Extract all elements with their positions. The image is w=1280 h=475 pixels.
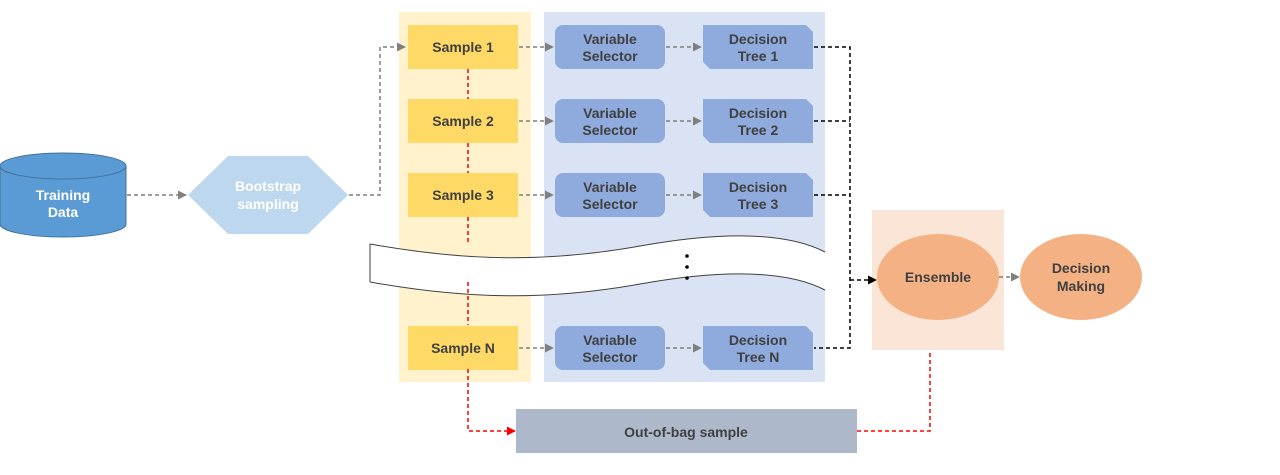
sample-box (408, 99, 518, 143)
decision-making-label-line2: Making (1057, 278, 1105, 294)
decision-tree-box (703, 173, 813, 217)
ellipsis-dot (685, 254, 689, 258)
training-data-label-line1: Training (36, 187, 90, 203)
variable-selector-box (555, 326, 665, 370)
oob-red-connector (467, 69, 931, 436)
variable-selector-box (555, 99, 665, 143)
decision-making-label-line1: Decision (1052, 260, 1110, 276)
selector-label-line2: Selector (582, 122, 638, 138)
tree-label-line1: Decision (729, 31, 787, 47)
selector-label-line1: Variable (583, 105, 637, 121)
oob-label: Out-of-bag sample (624, 424, 748, 440)
tree-label-line1: Decision (729, 332, 787, 348)
tree-label-line2: Tree 1 (738, 48, 779, 64)
sample-box (408, 173, 518, 217)
training-data-cylinder: Training Data (0, 152, 127, 238)
tree-label-line2: Tree 3 (738, 196, 779, 212)
sample-label: Sample 3 (432, 187, 494, 203)
ensemble-label: Ensemble (905, 269, 971, 285)
ellipsis-dot (685, 265, 689, 269)
selector-label-line2: Selector (582, 196, 638, 212)
variable-selector-box (555, 173, 665, 217)
tree-label-line1: Decision (729, 105, 787, 121)
bootstrap-label-line2: sampling (237, 196, 298, 212)
selector-label-line1: Variable (583, 31, 637, 47)
training-data-label-line2: Data (48, 204, 79, 220)
selector-label-line1: Variable (583, 332, 637, 348)
selector-label-line2: Selector (582, 349, 638, 365)
decision-tree-box (703, 326, 813, 370)
ellipsis-dot (685, 276, 689, 280)
tree-to-ensemble-connector (814, 46, 877, 349)
out-of-bag-sample-box: Out-of-bag sample (516, 409, 857, 453)
bootstrap-label-line1: Bootstrap (235, 178, 301, 194)
decision-tree-box (703, 99, 813, 143)
sample-label: Sample 2 (432, 113, 494, 129)
variable-selector-box (555, 25, 665, 69)
decision-tree-box (703, 25, 813, 69)
tree-label-line1: Decision (729, 179, 787, 195)
selector-label-line2: Selector (582, 48, 638, 64)
sample-label: Sample 1 (432, 39, 494, 55)
selector-label-line1: Variable (583, 179, 637, 195)
sample-label: Sample N (431, 340, 495, 356)
tree-label-line2: Tree N (737, 349, 780, 365)
bootstrap-sampling-hexagon: Bootstrap sampling (188, 156, 348, 234)
sample-box (408, 25, 518, 69)
decision-making-node: Decision Making (1020, 234, 1142, 320)
wavy-break-band (369, 235, 826, 297)
ensemble-node: Ensemble (877, 234, 999, 320)
arrow-bootstrap-to-sample1 (349, 42, 406, 196)
sample-box (408, 326, 518, 370)
tree-label-line2: Tree 2 (738, 122, 779, 138)
